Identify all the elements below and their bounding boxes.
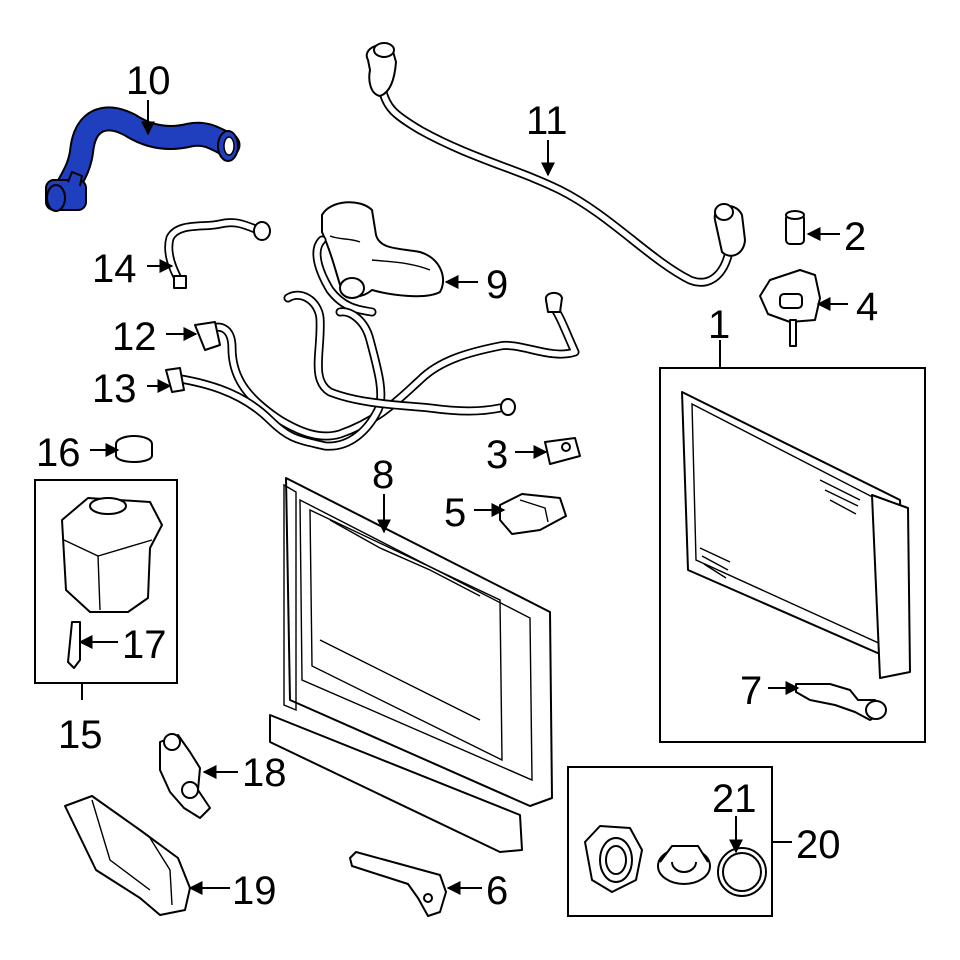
callout-7: 7 xyxy=(740,669,762,713)
part-3-clip[interactable] xyxy=(544,437,581,465)
part-12-13-coolant-pipes[interactable] xyxy=(165,290,580,451)
callout-12: 12 xyxy=(112,315,157,359)
callout-15: 15 xyxy=(58,713,103,757)
callout-21: 21 xyxy=(712,777,757,821)
part-18-thermostat-housing[interactable] xyxy=(159,733,211,819)
callout-10: 10 xyxy=(126,59,171,103)
part-2-sensor[interactable] xyxy=(785,210,805,245)
callout-17: 17 xyxy=(122,623,167,667)
part-20-thermostat-kit[interactable] xyxy=(567,766,792,917)
callout-16: 16 xyxy=(36,431,81,475)
callout-13: 13 xyxy=(92,367,137,411)
part-4-bracket[interactable] xyxy=(759,269,821,347)
part-16-reservoir-cap[interactable] xyxy=(115,435,153,463)
part-6-bracket[interactable] xyxy=(349,851,447,917)
part-5-bracket[interactable] xyxy=(499,493,567,535)
callout-labels: 10 11 2 14 9 4 1 12 13 16 3 8 5 17 7 15 … xyxy=(36,59,878,913)
part-11-coolant-hose[interactable] xyxy=(365,42,746,287)
part-15-reservoir-group[interactable] xyxy=(34,479,178,700)
callout-8: 8 xyxy=(372,453,394,497)
part-9-hose-assembly[interactable] xyxy=(312,201,445,317)
part-14-small-hose[interactable] xyxy=(164,218,271,289)
callout-6: 6 xyxy=(486,869,508,913)
callout-1: 1 xyxy=(708,303,730,347)
callout-2: 2 xyxy=(844,215,866,259)
callout-3: 3 xyxy=(486,433,508,477)
part-8-radiator-support[interactable] xyxy=(269,477,553,853)
callout-14: 14 xyxy=(92,247,137,291)
callout-5: 5 xyxy=(444,491,466,535)
leader-lines xyxy=(78,100,848,895)
callout-11: 11 xyxy=(526,99,568,143)
callout-18: 18 xyxy=(242,751,287,795)
part-10-upper-radiator-hose[interactable] xyxy=(45,106,241,212)
callout-20: 20 xyxy=(796,823,841,867)
part-1-radiator-group[interactable] xyxy=(659,340,926,743)
part-19-air-duct[interactable] xyxy=(64,795,191,916)
hose-highlight xyxy=(51,108,239,209)
callout-19: 19 xyxy=(232,869,277,913)
callout-9: 9 xyxy=(486,263,508,307)
part-7-sensor-plug[interactable] xyxy=(795,683,887,721)
callout-4: 4 xyxy=(856,285,878,329)
